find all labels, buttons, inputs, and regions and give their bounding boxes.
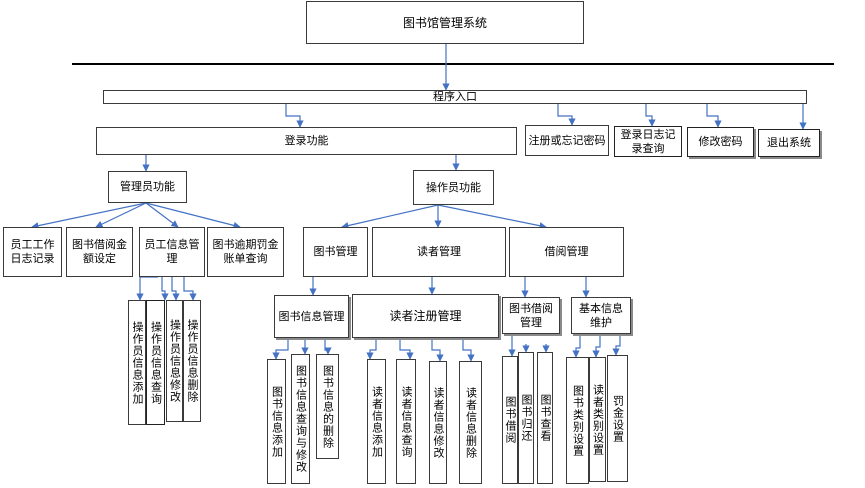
log-query-box: 登录日志记录查询: [614, 126, 682, 157]
admin-box: 管理员功能: [108, 171, 187, 203]
title-box: 图书馆管理系统: [306, 1, 584, 44]
borrow-amount-text: 图书借阅金额设定: [72, 238, 127, 265]
book-borrow-mgmt-text: 图书借阅管理: [509, 301, 553, 329]
reader-query-box: 读者信息查询: [396, 359, 416, 484]
staff-delete-text: 操作员信息删除: [186, 319, 199, 403]
change-password-box: 修改密码: [687, 127, 754, 157]
view-book-text: 图书查看: [539, 394, 552, 442]
return-book-text: 图书归还: [520, 394, 533, 442]
staff-query-box: 操作员信息查询: [146, 300, 165, 425]
change-password-text: 修改密码: [698, 135, 743, 148]
arrow-staff-to-add: [136, 276, 158, 301]
register-text: 注册或忘记密码: [528, 133, 606, 147]
title-text: 图书馆管理系统: [402, 15, 487, 30]
reader-edit-text: 读者信息修改: [432, 386, 445, 459]
staff-info-box: 员工信息管理: [139, 227, 205, 277]
arrow-entry-to-login: [285, 104, 304, 128]
borrow-amount-box: 图书借阅金额设定: [66, 227, 133, 277]
arrow-readerreg-to-delete: [462, 338, 475, 362]
reader-edit-box: 读者信息修改: [429, 361, 447, 484]
book-add-text: 图书信息添加: [270, 385, 284, 458]
staff-add-box: 操作员信息添加: [128, 300, 146, 425]
borrow-mgmt-text: 借阅管理: [544, 245, 589, 258]
reader-delete-box: 读者信息删除: [459, 361, 482, 484]
arrow-readerreg-to-query: [399, 338, 414, 360]
arrow-basic-to-readercat: [592, 334, 601, 358]
book-category-text: 图书类别设置: [571, 384, 585, 457]
arrow-readerreg-to-add: [366, 338, 377, 360]
borrow-mgmt-box: 借阅管理: [509, 227, 624, 277]
arrow-readerreg-to-edit: [431, 338, 444, 362]
reader-mgmt-text: 读者管理: [417, 245, 461, 258]
arrow-entry-to-register: [557, 104, 576, 126]
overdue-text: 图书逾期罚金账单查询: [212, 238, 279, 265]
arrow-entry-to-log: [645, 104, 656, 127]
login-box: 登录功能: [96, 127, 517, 155]
book-delete-text: 图书信息的删除: [321, 364, 335, 449]
book-borrow-mgmt-box: 图书借阅管理: [502, 297, 560, 334]
overdue-box: 图书逾期罚金账单查询: [207, 227, 284, 277]
fine-box: 罚金设置: [607, 355, 628, 482]
arrow-operator-to-book: [341, 204, 439, 230]
staff-delete-box: 操作员信息删除: [183, 300, 201, 422]
view-book-box: 图书查看: [537, 352, 553, 484]
reader-category-box: 读者类别设置: [589, 357, 606, 482]
return-book-box: 图书归还: [518, 352, 534, 484]
basic-info-box: 基本信息维护: [571, 297, 631, 334]
staff-edit-text: 操作员信息修改: [168, 319, 182, 403]
borrow-book-text: 图书借阅: [504, 396, 517, 444]
reader-add-text: 读者信息添加: [370, 385, 384, 458]
book-mgmt-box: 图书管理: [303, 227, 368, 277]
book-query-text: 图书信息查询与修改: [294, 365, 308, 473]
operator-text: 操作员功能: [426, 180, 481, 194]
arrow-staff-to-delete: [183, 277, 197, 301]
arrow-admin-to-worklog: [31, 202, 147, 230]
exit-box: 退出系统: [758, 129, 820, 157]
arrow-bookinfo-to-delete: [324, 338, 332, 355]
arrow-staff-to-edit: [171, 277, 180, 301]
admin-text: 管理员功能: [120, 180, 175, 193]
entry-box: 程序入口: [103, 90, 807, 104]
reader-category-text: 读者类别设置: [591, 383, 605, 456]
exit-text: 退出系统: [767, 136, 811, 149]
work-log-text: 员工工作日志记录: [10, 238, 55, 265]
arrow-operator-to-borrow: [437, 204, 547, 230]
work-log-box: 员工工作日志记录: [3, 227, 62, 277]
arrow-bookinfo-to-add: [272, 338, 289, 360]
reader-reg-mgmt-text: 读者注册管理: [389, 309, 462, 323]
staff-add-text: 操作员信息添加: [131, 320, 144, 405]
borrow-book-box: 图书借阅: [502, 356, 518, 484]
arrow-basic-to-fine: [612, 334, 621, 356]
register-box: 注册或忘记密码: [525, 125, 609, 156]
arrow-staff-to-query: [161, 277, 169, 301]
log-query-text: 登录日志记录查询: [620, 127, 676, 155]
staff-edit-box: 操作员信息修改: [166, 300, 183, 422]
book-mgmt-text: 图书管理: [313, 245, 358, 258]
login-text: 登录功能: [284, 134, 329, 147]
book-info-mgmt-box: 图书信息管理: [274, 295, 349, 338]
reader-add-box: 读者信息添加: [367, 359, 386, 484]
book-category-box: 图书类别设置: [566, 357, 589, 484]
arrow-admin-to-amount: [95, 202, 147, 228]
book-add-box: 图书信息添加: [267, 359, 286, 484]
staff-info-text: 员工信息管理: [144, 238, 200, 265]
arrow-admin-to-overdue: [145, 202, 241, 229]
reader-mgmt-box: 读者管理: [372, 227, 506, 277]
fine-text: 罚金设置: [611, 394, 625, 443]
arrow-basic-to-bookcat: [572, 334, 581, 358]
staff-query-text: 操作员信息查询: [149, 320, 163, 405]
book-info-mgmt-text: 图书信息管理: [278, 309, 345, 323]
basic-info-text: 基本信息维护: [579, 301, 623, 329]
book-query-box: 图书信息查询与修改: [291, 354, 310, 484]
arrow-entry-to-password: [706, 104, 722, 128]
operator-box: 操作员功能: [413, 170, 494, 205]
reader-query-text: 读者信息查询: [400, 385, 413, 458]
reader-reg-mgmt-box: 读者注册管理: [352, 294, 499, 338]
entry-text: 程序入口: [433, 90, 477, 103]
book-delete-box: 图书信息的删除: [316, 354, 339, 459]
arrow-admin-to-staff: [145, 202, 179, 228]
reader-delete-text: 读者信息删除: [464, 386, 478, 459]
